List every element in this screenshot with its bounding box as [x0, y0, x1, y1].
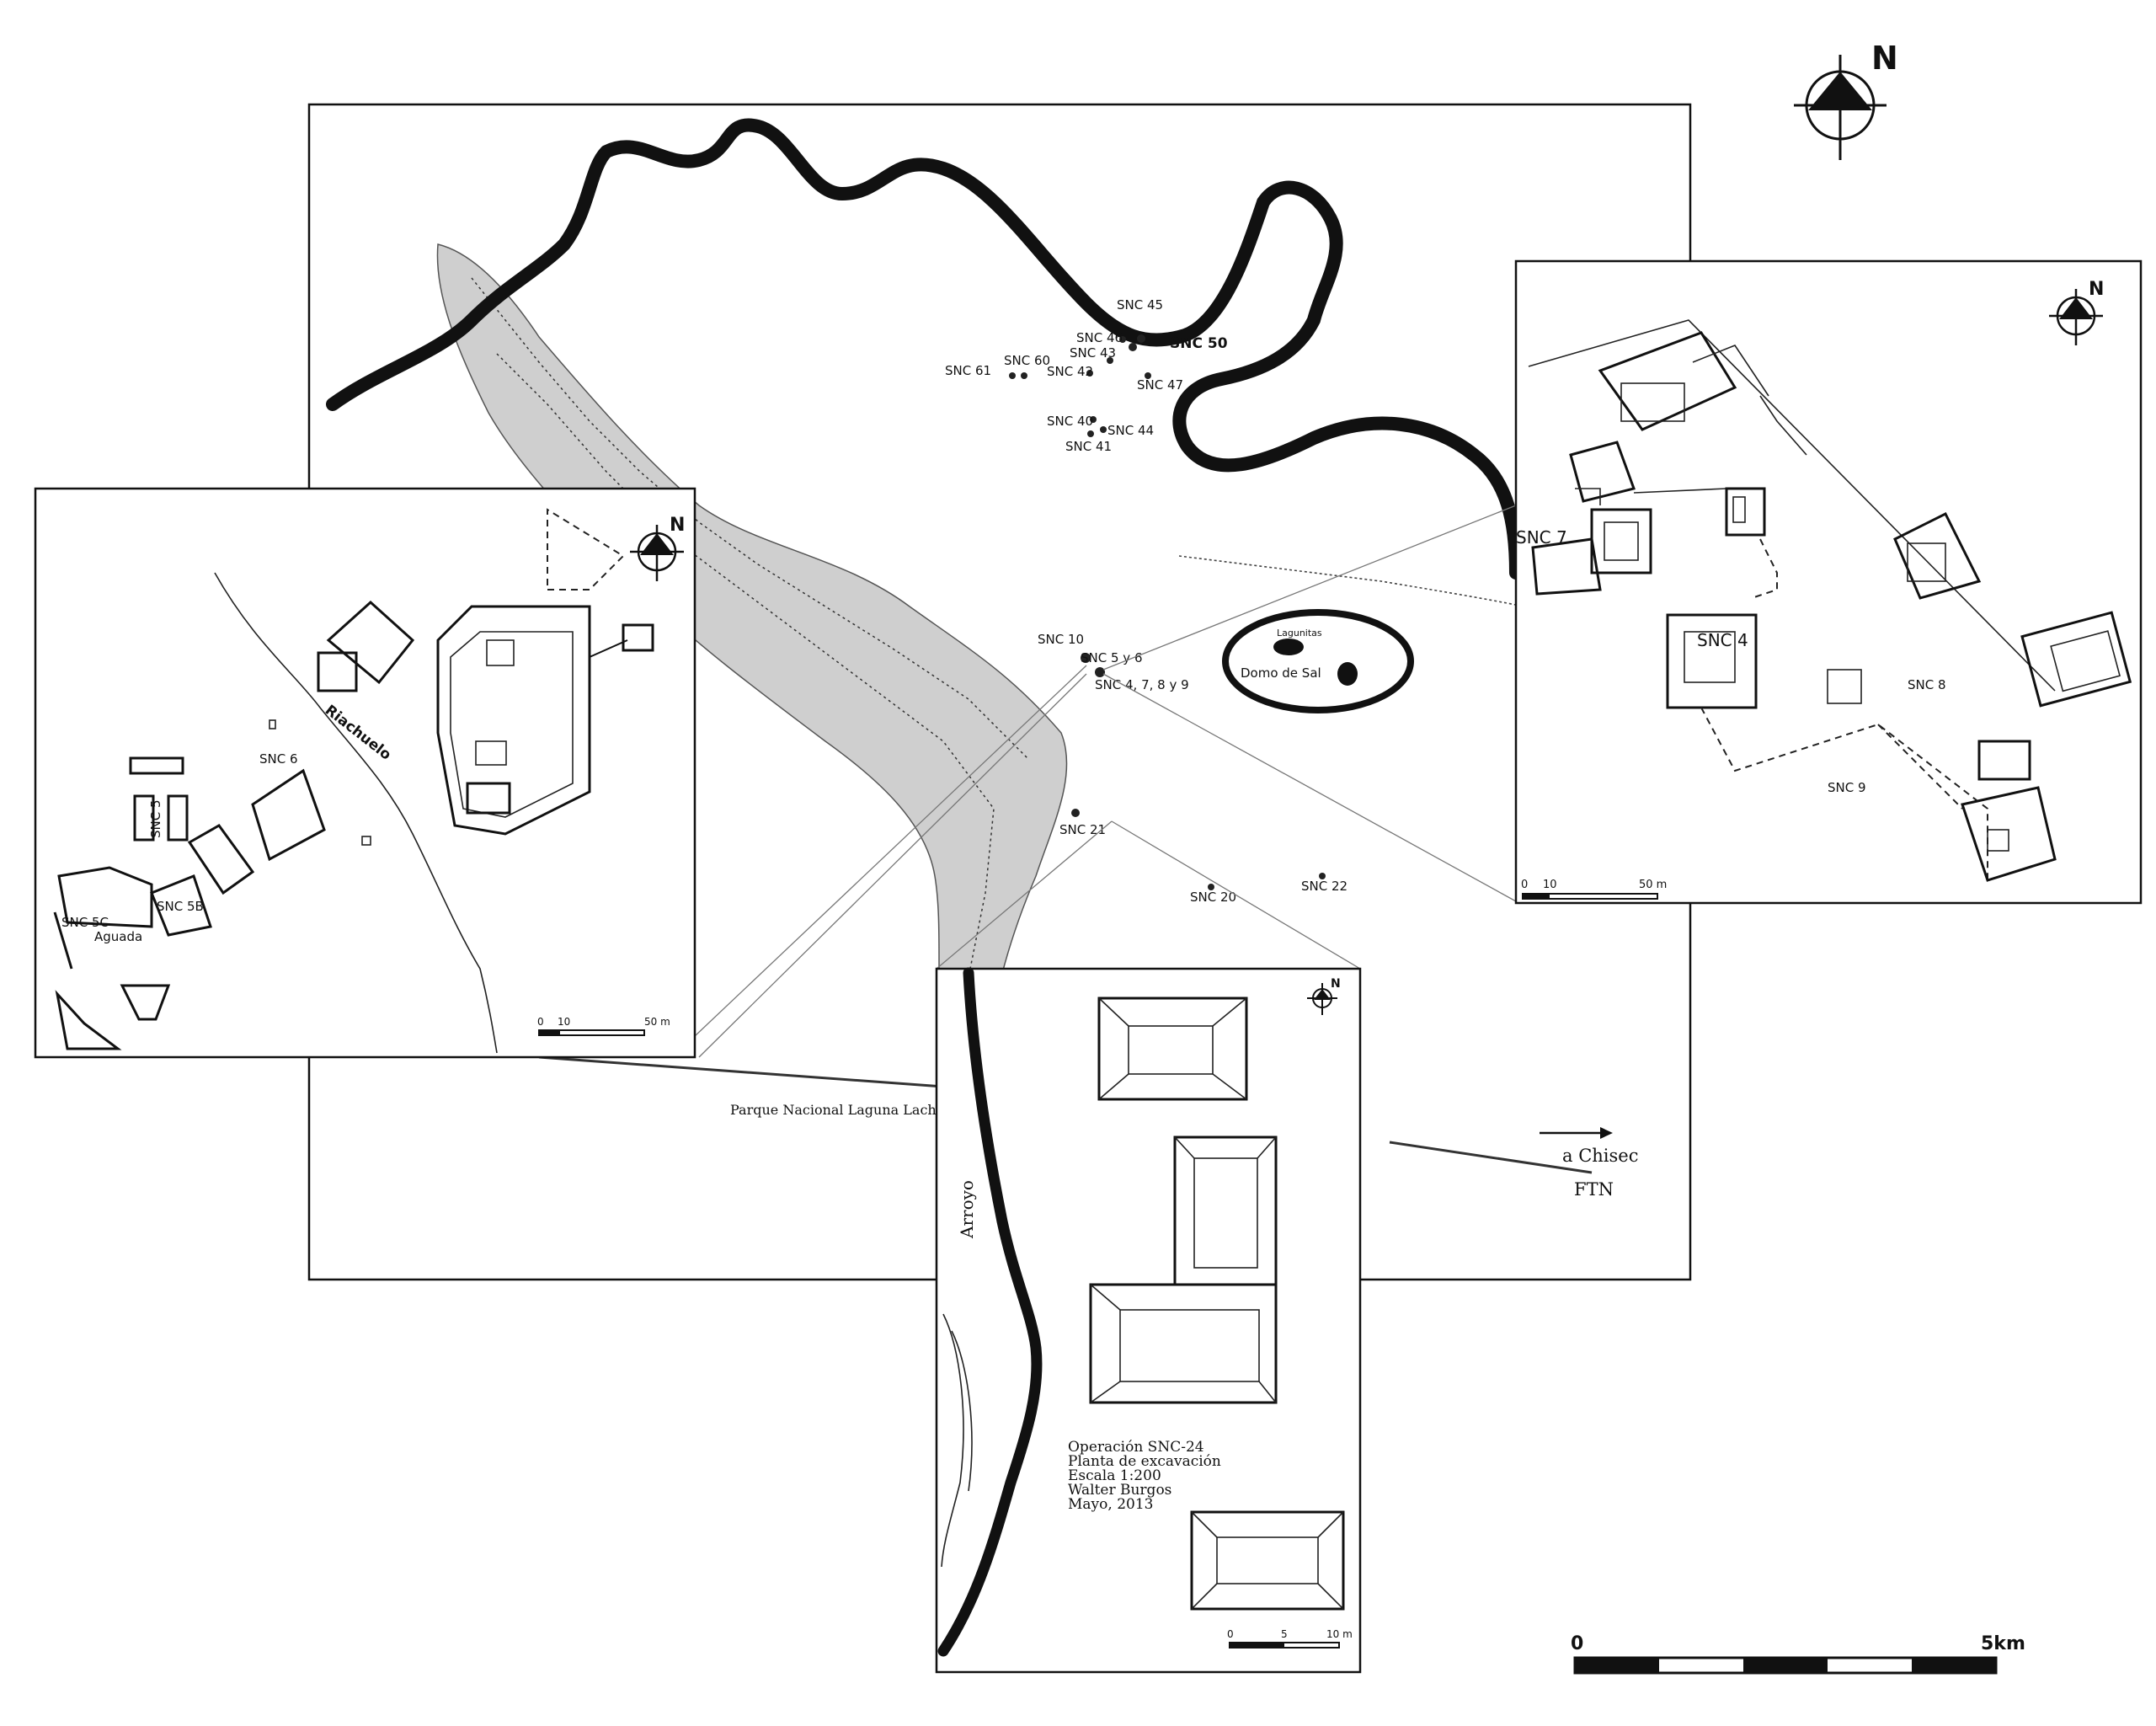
snc5b-label: SNC 5B [157, 899, 204, 914]
excavation-caption: Operación SNC-24 Planta de excavación Es… [1068, 1439, 1221, 1513]
main-compass-rose [1794, 55, 1886, 160]
inset-connectors [694, 505, 1517, 1058]
site-label-snc40: SNC 40 [1047, 414, 1093, 429]
main-river [326, 118, 1523, 580]
to-chisec-label: a Chisec [1562, 1146, 1638, 1166]
site-label-snc60: SNC 60 [1004, 353, 1050, 368]
site-label-snc50: SNC 50 [1170, 335, 1228, 352]
site-label-snc46: SNC 46 [1076, 330, 1123, 345]
inset-bottom-scale-mid: 5 [1281, 1628, 1288, 1640]
inset-right-scale-ten: 10 [1543, 879, 1557, 891]
inset-right-scale-bar [1522, 893, 1658, 900]
aguada-label: Aguada [94, 929, 142, 944]
inset-left-compass [630, 525, 684, 581]
site-label-snc42: SNC 42 [1047, 364, 1093, 379]
site-label-snc5y6: SNC 5 y 6 [1081, 650, 1142, 665]
inset-bottom-compass [1307, 983, 1337, 1015]
caption-line-3: Escala 1:200 [1068, 1467, 1161, 1484]
inset-left-snc5-6 [34, 487, 696, 1059]
lagunitas-label: Lagunitas [1277, 628, 1322, 639]
park-label: Parque Nacional Laguna Lachuá [730, 1102, 953, 1118]
site-label-snc61: SNC 61 [945, 363, 991, 378]
site-label-snc45: SNC 45 [1117, 297, 1163, 313]
caption-line-1: Operación SNC-24 [1068, 1439, 1204, 1456]
main-scale-zero: 0 [1571, 1633, 1583, 1654]
inset-left-scale-ten: 10 [558, 1016, 570, 1028]
inset-left-scale-bar [538, 1029, 645, 1036]
inset-right-scale-end: 50 m [1639, 879, 1667, 891]
inset-bottom-scale-end: 10 m [1326, 1628, 1353, 1640]
inset-left-scale-zero: 0 [537, 1016, 544, 1028]
inset-right-compass [2049, 289, 2103, 345]
inset-right-scale-zero: 0 [1521, 879, 1528, 891]
site-label-snc47: SNC 47 [1137, 377, 1183, 393]
inset-bottom-scale-zero: 0 [1227, 1628, 1234, 1640]
direction-arrow [1540, 1127, 1613, 1139]
inset-right-snc4-9 [1514, 259, 2143, 905]
main-north-label: N [1871, 40, 1898, 77]
snc5c-label: SNC 5C [61, 915, 109, 930]
inset-bottom-north-label: N [1331, 977, 1341, 991]
site-markers [1009, 334, 1326, 890]
main-scale-bar [1573, 1656, 1998, 1675]
site-label-snc41: SNC 41 [1065, 439, 1112, 454]
inset-left-north-label: N [670, 515, 685, 536]
caption-line-4: Walter Burgos [1068, 1482, 1171, 1499]
inset-bottom-scale-bar [1229, 1642, 1340, 1649]
snc9-label: SNC 9 [1828, 780, 1866, 795]
snc4-label: SNC 4 [1697, 630, 1748, 650]
inset-left-scale-end: 50 m [644, 1016, 670, 1028]
caption-line-5: Mayo, 2013 [1068, 1496, 1153, 1513]
secondary-stream [1178, 555, 1525, 607]
site-label-snc20: SNC 20 [1190, 890, 1236, 905]
ftn-label: FTN [1574, 1179, 1614, 1200]
site-label-snc21: SNC 21 [1059, 822, 1106, 837]
site-label-snc43: SNC 43 [1070, 345, 1116, 361]
domo-de-sal-label: Domo de Sal [1241, 665, 1321, 681]
salt-dome [1222, 609, 1414, 713]
site-label-snc10: SNC 10 [1038, 632, 1084, 647]
caption-line-2: Planta de excavación [1068, 1453, 1221, 1470]
snc8-label: SNC 8 [1908, 677, 1946, 692]
inset-bottom-snc24 [935, 967, 1362, 1674]
arroyo-label: Arroyo [957, 1180, 977, 1239]
road-ftn [538, 1055, 1593, 1174]
site-label-snc22: SNC 22 [1301, 879, 1348, 894]
snc5-label: SNC 5 [148, 799, 163, 838]
snc6-label: SNC 6 [259, 751, 298, 767]
snc7-label: SNC 7 [1516, 527, 1567, 548]
site-label-snc44: SNC 44 [1107, 423, 1154, 438]
main-scale-end: 5km [1981, 1633, 2025, 1654]
inset-right-north-label: N [2089, 279, 2104, 300]
site-label-snc4789: SNC 4, 7, 8 y 9 [1095, 677, 1189, 692]
